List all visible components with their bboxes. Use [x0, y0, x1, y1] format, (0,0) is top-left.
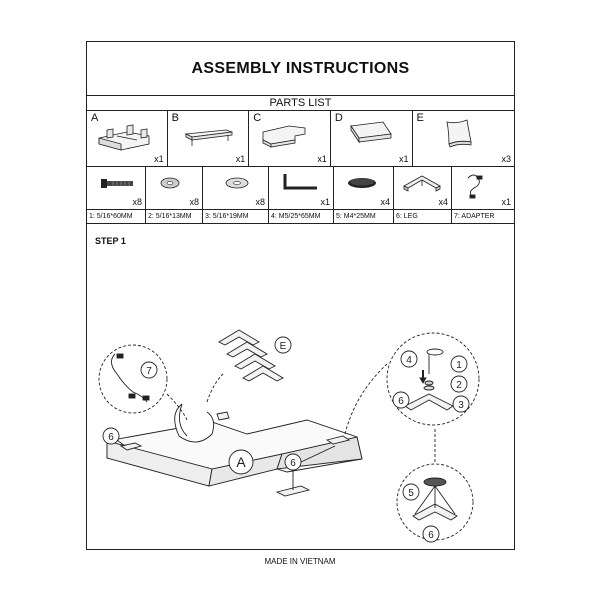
part-a-cell: A x1	[87, 110, 168, 166]
hardware-label: 4: M5/25*65MM	[269, 209, 334, 223]
part-qty: x1	[317, 154, 327, 164]
callout-e: E	[280, 341, 287, 352]
part-letter: D	[334, 112, 343, 124]
hardware-cell: x8	[146, 166, 203, 209]
sofa-base-icon	[98, 124, 150, 151]
hardware-cell: x4	[334, 166, 394, 209]
step-1-illustration: A 6 6 7	[98, 329, 480, 543]
hardware-label: 5: M4*25MM	[334, 209, 394, 223]
part-d-cell: D x1	[331, 110, 413, 166]
hardware-cell: x1	[452, 166, 514, 209]
callout-3: 3	[458, 400, 464, 411]
hardware-label: 7: ADAPTER	[454, 212, 495, 220]
parts-list-title: PARTS LIST	[87, 95, 514, 111]
callout-5: 5	[408, 488, 414, 499]
callout-6-detail-b: 6	[428, 530, 434, 541]
seat-cushion-icon	[350, 121, 392, 144]
part-b-cell: B x1	[168, 110, 250, 166]
hardware-cell: x1	[269, 166, 334, 209]
part-e-cell: E x3	[413, 110, 515, 166]
hardware-qty: x1	[501, 197, 511, 207]
felt-pad-icon	[348, 178, 376, 188]
washer-icon	[160, 177, 180, 189]
hardware-label: 1: 5/16*60MM	[87, 209, 146, 223]
callout-7: 7	[146, 366, 152, 377]
hardware-cell: x8	[87, 166, 146, 209]
flat-washer-icon	[225, 177, 249, 189]
callout-1: 1	[456, 360, 462, 371]
part-letter: E	[416, 112, 424, 124]
hardware-label: 6: LEG	[394, 209, 452, 223]
callout-6-right: 6	[290, 458, 296, 469]
hardware-qty: x8	[255, 197, 265, 207]
part-qty: x3	[501, 154, 512, 164]
callout-6-detail-a: 6	[398, 396, 404, 407]
callout-6-left: 6	[108, 432, 114, 443]
part-letter: A	[91, 112, 99, 124]
callout-a: A	[236, 454, 246, 470]
callout-4: 4	[406, 355, 412, 366]
part-qty: x1	[235, 154, 246, 164]
corner-cushion-icon	[262, 125, 306, 148]
sofa-base-drawing	[106, 403, 363, 487]
adapter-icon	[467, 174, 483, 199]
bench-icon	[184, 129, 233, 146]
hardware-qty: x8	[189, 197, 199, 207]
part-qty: x1	[398, 154, 409, 164]
part-letter: B	[171, 112, 179, 124]
hardware-cell: x4	[394, 166, 452, 209]
part-qty: x1	[154, 154, 164, 164]
hardware-qty: x4	[380, 197, 390, 207]
hardware-labels-row: 1: 5/16*60MM 2: 5/16*13MM 3: 5/16*19MM 4…	[87, 209, 514, 224]
pillow-icon	[445, 119, 472, 148]
hardware-qty: x4	[438, 197, 448, 207]
callout-2: 2	[456, 380, 462, 391]
step-label: STEP 1	[95, 236, 126, 246]
made-in-label: MADE IN VIETNAM	[264, 557, 336, 566]
instruction-sheet: ASSEMBLY INSTRUCTIONS PARTS LIST A x1 B	[86, 41, 515, 550]
bolt-icon	[101, 179, 133, 188]
page-title: ASSEMBLY INSTRUCTIONS	[87, 42, 514, 96]
hardware-qty: x8	[132, 197, 142, 207]
hardware-label: 3: 5/16*19MM	[203, 209, 269, 223]
hardware-row: x8 x8 x8 x1 x4	[87, 166, 514, 210]
allen-key-icon	[283, 174, 317, 190]
hardware-cell: x8	[203, 166, 269, 209]
leg-bracket-icon	[403, 175, 441, 192]
parts-row: A x1 B	[87, 110, 514, 167]
hardware-qty: x1	[320, 197, 330, 207]
hardware-label: 2: 5/16*13MM	[146, 209, 203, 223]
part-c-cell: C x1	[249, 110, 331, 166]
part-letter: C	[253, 112, 262, 124]
